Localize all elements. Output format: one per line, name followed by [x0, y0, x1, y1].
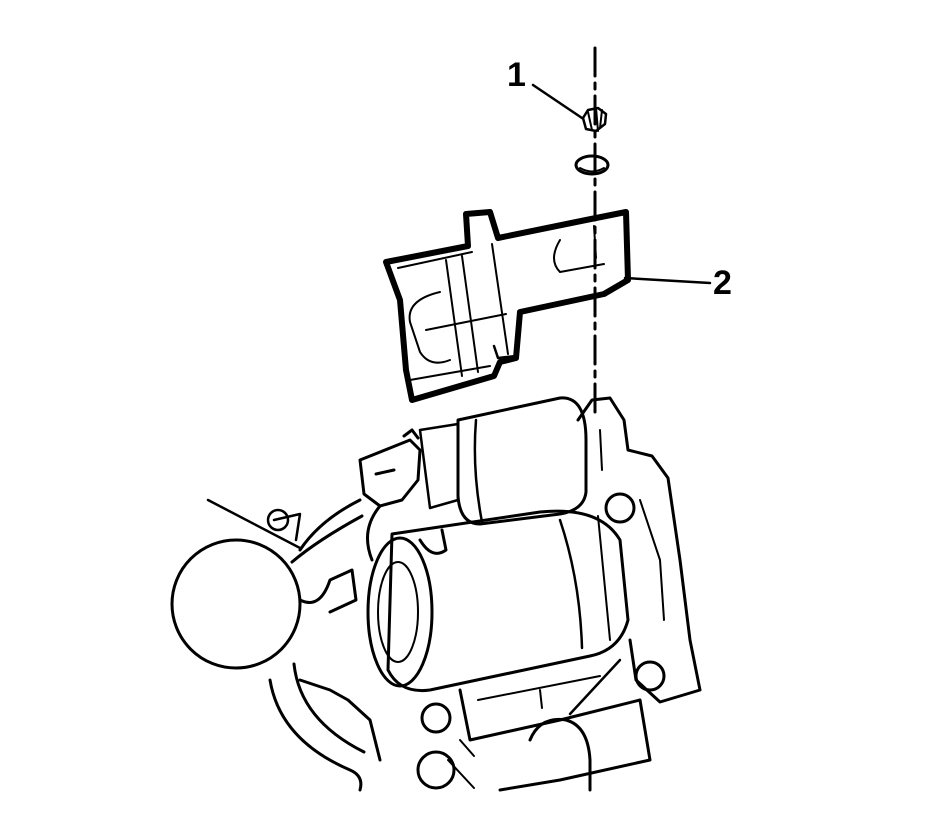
engine-block-icon — [268, 658, 652, 792]
cover-icon — [383, 209, 631, 403]
starter-motor-icon — [290, 396, 702, 704]
callout-2-leader — [623, 276, 712, 285]
nut-icon — [581, 106, 608, 133]
callout-1-leader — [531, 83, 584, 120]
callout-1-label: 1 — [507, 56, 526, 94]
round-housing-icon — [170, 498, 302, 670]
callout-2-label: 2 — [713, 264, 732, 302]
washer-icon — [574, 154, 610, 176]
